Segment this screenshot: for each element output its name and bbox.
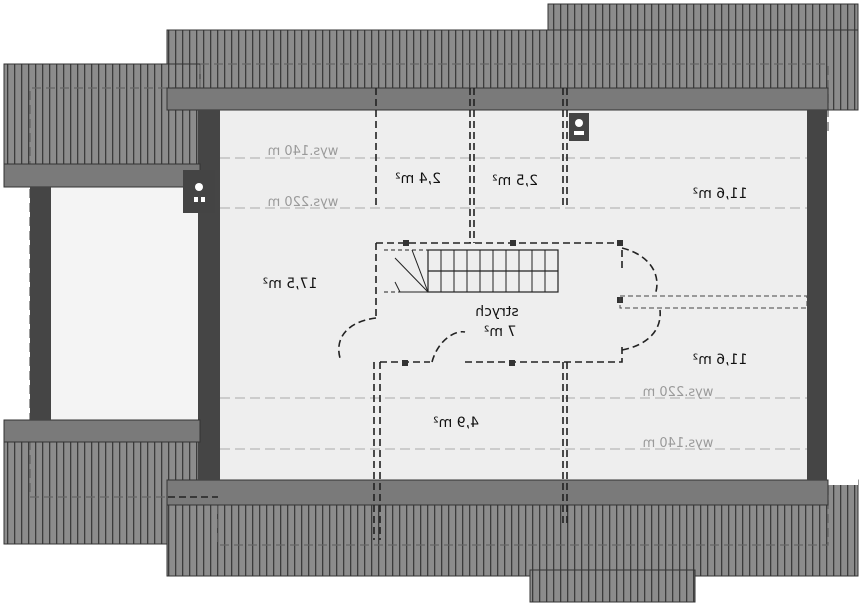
walls bbox=[3, 87, 829, 506]
room-area-label: 2,4 m² bbox=[395, 171, 441, 187]
room-area-label: 11,6 m² bbox=[693, 186, 748, 202]
room-labels: 2,4 m² 2,5 m² 11,6 m² 17,5 m² 11,6 m² 4,… bbox=[263, 171, 748, 431]
height-label: wys.140 m bbox=[643, 436, 714, 451]
attic-room bbox=[338, 240, 808, 366]
floor bbox=[50, 110, 858, 485]
height-label: wys.220 m bbox=[268, 195, 339, 210]
height-label: wys.220 m bbox=[643, 385, 714, 400]
room-area-label: 4,9 m² bbox=[433, 415, 479, 431]
height-labels: wys.140 m wys.220 m wys.220 m wys.140 m bbox=[268, 144, 714, 451]
chimney-icon bbox=[569, 113, 589, 141]
room-area-label: 17,5 m² bbox=[263, 276, 318, 292]
chimney-icon bbox=[183, 170, 215, 213]
partition-walls bbox=[168, 88, 568, 540]
room-area-label: 2,5 m² bbox=[492, 173, 538, 189]
height-lines bbox=[220, 157, 807, 450]
attic-name-label: strych bbox=[475, 304, 518, 320]
height-label: wys.140 m bbox=[268, 144, 339, 159]
room-area-label: 11,6 m² bbox=[693, 352, 748, 368]
attic-area-label: 7 m² bbox=[484, 324, 517, 340]
